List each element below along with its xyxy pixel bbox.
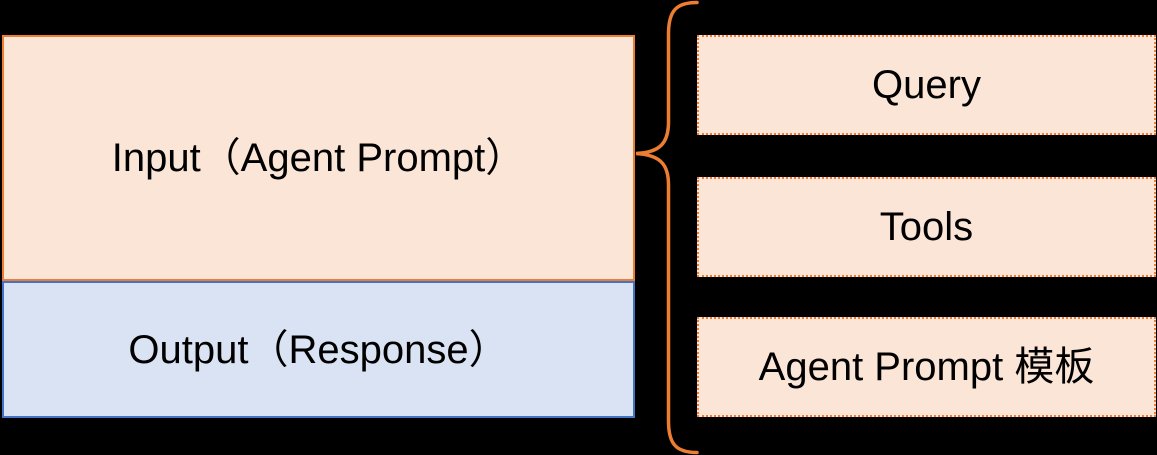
- agent-prompt-template-box: Agent Prompt 模板: [697, 317, 1156, 417]
- input-box: Input（Agent Prompt）: [2, 35, 635, 281]
- output-box-label: Output（Response）: [128, 327, 509, 372]
- tools-box-label: Tools: [879, 205, 974, 249]
- input-box-label: Input（Agent Prompt）: [111, 136, 526, 180]
- query-box: Query: [697, 35, 1156, 135]
- query-box-label: Query: [872, 63, 981, 107]
- tools-box: Tools: [697, 177, 1156, 277]
- agent-prompt-template-box-label: Agent Prompt 模板: [758, 345, 1095, 389]
- output-box: Output（Response）: [2, 281, 635, 418]
